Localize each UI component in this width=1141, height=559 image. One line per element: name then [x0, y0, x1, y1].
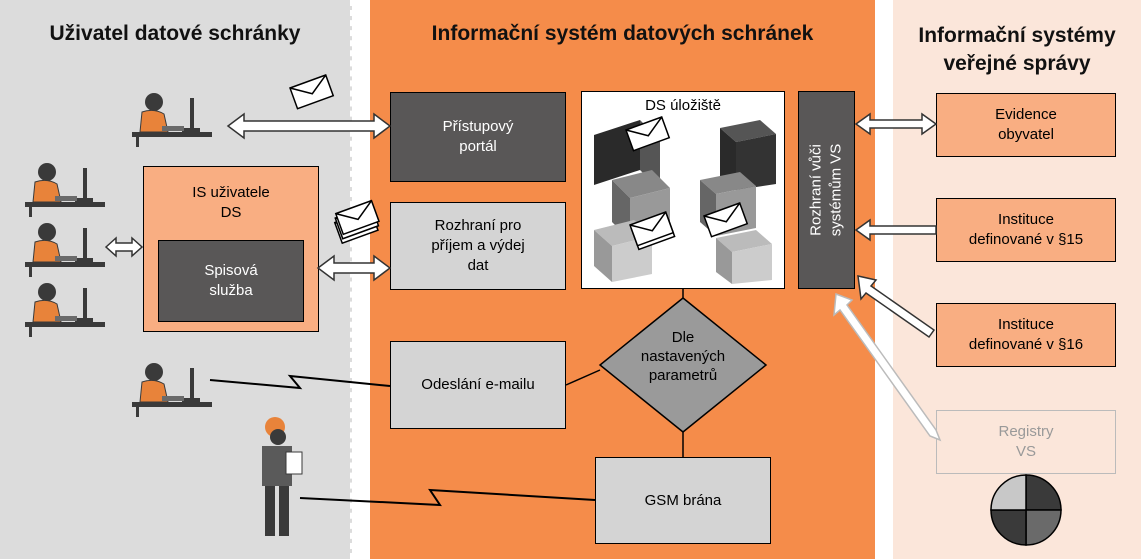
arrow-users-isbox — [104, 236, 144, 258]
gsm-label: GSM brána — [644, 491, 722, 509]
arrow-inst15-vs — [854, 218, 937, 242]
inst16-label-2: definované v §16 — [968, 336, 1084, 353]
decision-label-1: Dle — [671, 329, 695, 346]
user-person-icon-2 — [24, 162, 106, 218]
user-person-icon-5 — [131, 362, 213, 418]
evidence-label-1: Evidence — [995, 106, 1057, 123]
rozhrani-label-1: Rozhraní pro — [434, 217, 522, 234]
arrow-spisova-rozhrani — [316, 254, 392, 282]
isds-column-title: Informační systém datových schránek — [431, 22, 814, 45]
portal-label-2: portál — [459, 138, 497, 155]
spisova-sluzba-box: Spisová služba — [158, 240, 304, 322]
public-admin-title-line2: veřejné správy — [943, 52, 1091, 75]
pristupovy-portal-box: Přístupový portál — [390, 92, 566, 182]
arrow-inst16-vs — [857, 275, 936, 339]
decision-diamond — [598, 297, 768, 433]
spisova-label-1: Spisová — [204, 262, 258, 279]
inst16-label-1: Instituce — [998, 316, 1054, 333]
signal-gsm-line — [299, 488, 596, 507]
is-uzivatele-label-1: IS uživatele — [192, 184, 270, 201]
arrow-user-portal — [226, 112, 392, 140]
user-person-icon-3 — [24, 222, 106, 278]
inst15-label-2: definované v §15 — [968, 231, 1084, 248]
public-admin-column-title: Informační systémy veřejné správy — [893, 22, 1141, 78]
registry-label-1: Registry — [998, 423, 1054, 440]
decision-label: Dle nastavených parametrů — [620, 328, 746, 385]
user-column-title: Uživatel datové schránky — [49, 22, 301, 45]
user-person-icon-4 — [24, 282, 106, 338]
arrow-registry-vs — [833, 292, 942, 442]
portal-label-1: Přístupový — [442, 118, 514, 135]
is-uzivatele-label-2: DS — [220, 204, 242, 221]
public-admin-title-line1: Informační systémy — [918, 24, 1116, 47]
envelope-icon-portal — [289, 74, 334, 110]
vs-interface-box: Rozhraní vůči systémům VS — [798, 91, 855, 289]
evidence-obyvatel-box: Evidence obyvatel — [936, 93, 1116, 157]
instituce-16-box: Instituce definované v §16 — [936, 303, 1116, 367]
registry-label-2: VS — [1015, 443, 1036, 460]
uloziste-label: DS úložiště — [645, 97, 721, 114]
envelope-icon-stack — [333, 199, 380, 244]
decision-label-3: parametrů — [648, 367, 718, 384]
storage-cubes-icon — [594, 120, 776, 284]
envelope-icon-storage-1 — [625, 116, 670, 152]
registry-pie-icon — [990, 474, 1062, 546]
arrow-evidence-vs — [854, 112, 938, 136]
spisova-label-2: služba — [209, 282, 253, 299]
user-person-icon-1 — [131, 92, 213, 148]
rozhrani-label-3: dat — [467, 257, 489, 274]
rozhrani-prijem-box: Rozhraní pro příjem a výdej dat — [390, 202, 566, 290]
signal-email-line — [209, 374, 391, 390]
decision-label-2: nastavených — [640, 348, 726, 365]
evidence-label-2: obyvatel — [998, 126, 1054, 143]
instituce-15-box: Instituce definované v §15 — [936, 198, 1116, 262]
inst15-label-1: Instituce — [998, 211, 1054, 228]
connector-email-decision — [565, 369, 601, 386]
email-label: Odeslání e-mailu — [421, 376, 535, 393]
rozhrani-label-2: příjem a výdej — [431, 237, 525, 254]
field-worker-icon — [262, 417, 303, 536]
registry-vs-box: Registry VS — [936, 410, 1116, 474]
odeslani-emailu-box: Odeslání e-mailu — [390, 341, 566, 429]
gsm-brana-box: GSM brána — [595, 457, 771, 544]
